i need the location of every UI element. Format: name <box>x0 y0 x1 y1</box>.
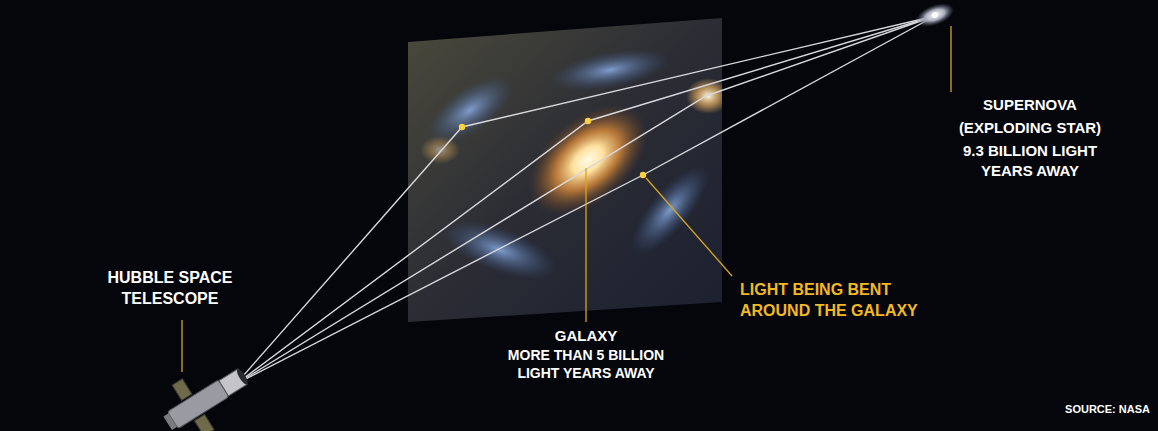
telescope-base <box>163 413 177 430</box>
ray-dot <box>640 172 646 178</box>
label-box: (EXPLODING STAR) <box>945 118 1115 138</box>
supernova-icon <box>913 0 957 31</box>
bright-spot <box>420 136 460 164</box>
label-box: LIGHT BEING BENT AROUND THE GALAXY <box>740 280 930 322</box>
text-label: MORE THAN 5 BILLION LIGHT YEARS AWAY <box>496 346 676 382</box>
lensed-arc <box>548 42 672 98</box>
light-rays <box>236 16 935 384</box>
supernova-glow <box>913 0 957 31</box>
label-box: MORE THAN 5 BILLION LIGHT YEARS AWAY <box>496 346 676 382</box>
solar-panel <box>194 414 214 431</box>
light-ray <box>236 16 935 384</box>
ray-dot <box>459 124 465 130</box>
supernova-core <box>932 12 938 18</box>
hubble-telescope <box>152 350 261 431</box>
galaxy-core <box>507 83 668 237</box>
leader-line <box>585 168 586 322</box>
text-label: 9.3 BILLION LIGHT YEARS AWAY <box>951 141 1109 180</box>
lensed-arc <box>619 155 720 265</box>
text-label: GALAXY <box>521 326 651 346</box>
leader-lines <box>182 26 951 372</box>
label-box: SOURCE: NASA <box>1040 402 1150 416</box>
galaxy-panel <box>408 18 722 322</box>
telescope-aperture <box>235 367 250 385</box>
ray-dots <box>459 118 646 178</box>
text-label: SUPERNOVA <box>945 95 1115 115</box>
text-label: SOURCE: NASA <box>1040 402 1150 416</box>
label-box: SUPERNOVA <box>945 95 1115 115</box>
text-label: HUBBLE SPACE TELESCOPE <box>95 268 245 310</box>
label-box: GALAXY <box>521 326 651 346</box>
solar-panel <box>172 379 192 401</box>
text-label: LIGHT BEING BENT AROUND THE GALAXY <box>740 280 930 322</box>
leader-line <box>950 26 951 92</box>
ray-dot <box>585 118 591 124</box>
light-ray <box>236 16 935 384</box>
leader-line <box>646 178 732 276</box>
label-box: HUBBLE SPACE TELESCOPE <box>95 268 245 310</box>
galaxy-image <box>408 18 730 322</box>
light-ray <box>236 16 935 384</box>
text-label: (EXPLODING STAR) <box>945 118 1115 138</box>
label-box: 9.3 BILLION LIGHT YEARS AWAY <box>951 141 1109 180</box>
leader-line <box>181 320 182 372</box>
light-ray <box>236 16 935 384</box>
